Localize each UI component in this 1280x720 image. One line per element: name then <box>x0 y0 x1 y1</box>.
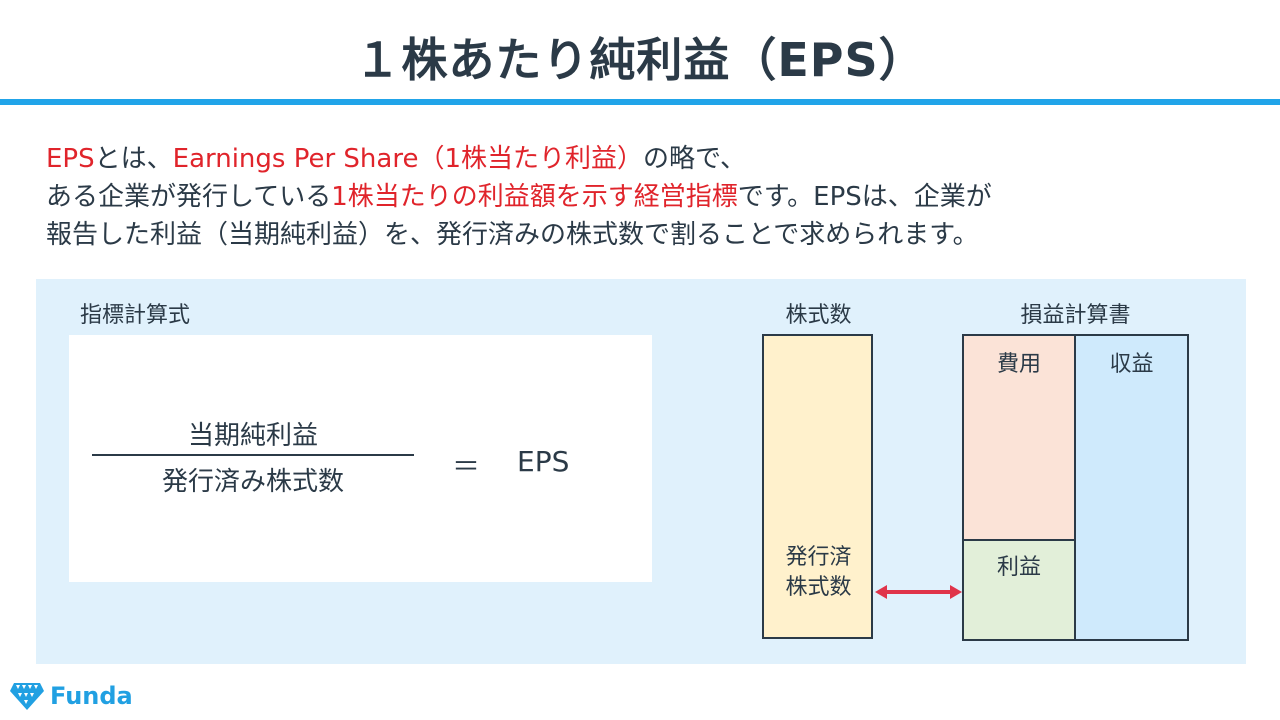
revenue-label: 収益 <box>1109 352 1154 377</box>
formula-result: EPS <box>517 445 570 478</box>
shares-box <box>762 334 873 639</box>
description-line-3: 報告した利益（当期純利益）を、発行済みの株式数で割ることで求められます。 <box>46 216 1256 254</box>
gem-icon <box>10 683 44 710</box>
page-title: １株あたり純利益（EPS） <box>354 33 926 87</box>
fraction-line <box>92 454 414 456</box>
funda-logo: Funda <box>10 680 133 712</box>
description: EPSとは、Earnings Per Share（1株当たり利益）の略で、 ある… <box>46 140 1256 254</box>
shares-label: 株式数 <box>785 303 852 328</box>
equals-sign: ＝ <box>452 450 481 483</box>
income-statement-label: 損益計算書 <box>1020 303 1131 328</box>
term-definition: 1株当たりの利益額を示す経営指標 <box>331 182 738 212</box>
profit-label: 利益 <box>996 555 1041 580</box>
revenue-block: 収益 <box>1076 336 1187 639</box>
income-statement-box: 費用 利益 収益 <box>962 334 1189 641</box>
formula-denominator: 発行済み株式数 <box>161 467 344 497</box>
profit-block: 利益 <box>964 539 1076 639</box>
text-segment: の略で、 <box>643 144 746 174</box>
double-arrow-icon <box>875 585 962 599</box>
text-segment: です。EPSは、企業が <box>737 182 992 212</box>
formula-numerator: 当期純利益 <box>187 421 318 451</box>
logo-text: Funda <box>50 682 133 710</box>
expense-label: 費用 <box>996 352 1041 377</box>
term-eps: EPS <box>46 144 95 174</box>
shares-text-line-1: 発行済 <box>785 545 852 570</box>
text-segment: 報告した利益（当期純利益）を、発行済みの株式数で割ることで求められます。 <box>46 220 979 250</box>
shares-box-text: 発行済 株式数 <box>762 543 875 603</box>
shares-text-line-2: 株式数 <box>785 575 852 600</box>
expense-block: 費用 <box>964 336 1076 539</box>
description-line-1: EPSとは、Earnings Per Share（1株当たり利益）の略で、 <box>46 140 1256 178</box>
title-divider <box>0 99 1280 105</box>
text-segment: ある企業が発行している <box>46 182 332 212</box>
description-line-2: ある企業が発行している1株当たりの利益額を示す経営指標です。EPSは、企業が <box>46 178 1256 216</box>
term-full-name: Earnings Per Share（1株当たり利益） <box>172 144 644 174</box>
text-segment: とは、 <box>94 144 173 174</box>
formula-box <box>69 335 652 582</box>
formula-label: 指標計算式 <box>80 303 191 328</box>
